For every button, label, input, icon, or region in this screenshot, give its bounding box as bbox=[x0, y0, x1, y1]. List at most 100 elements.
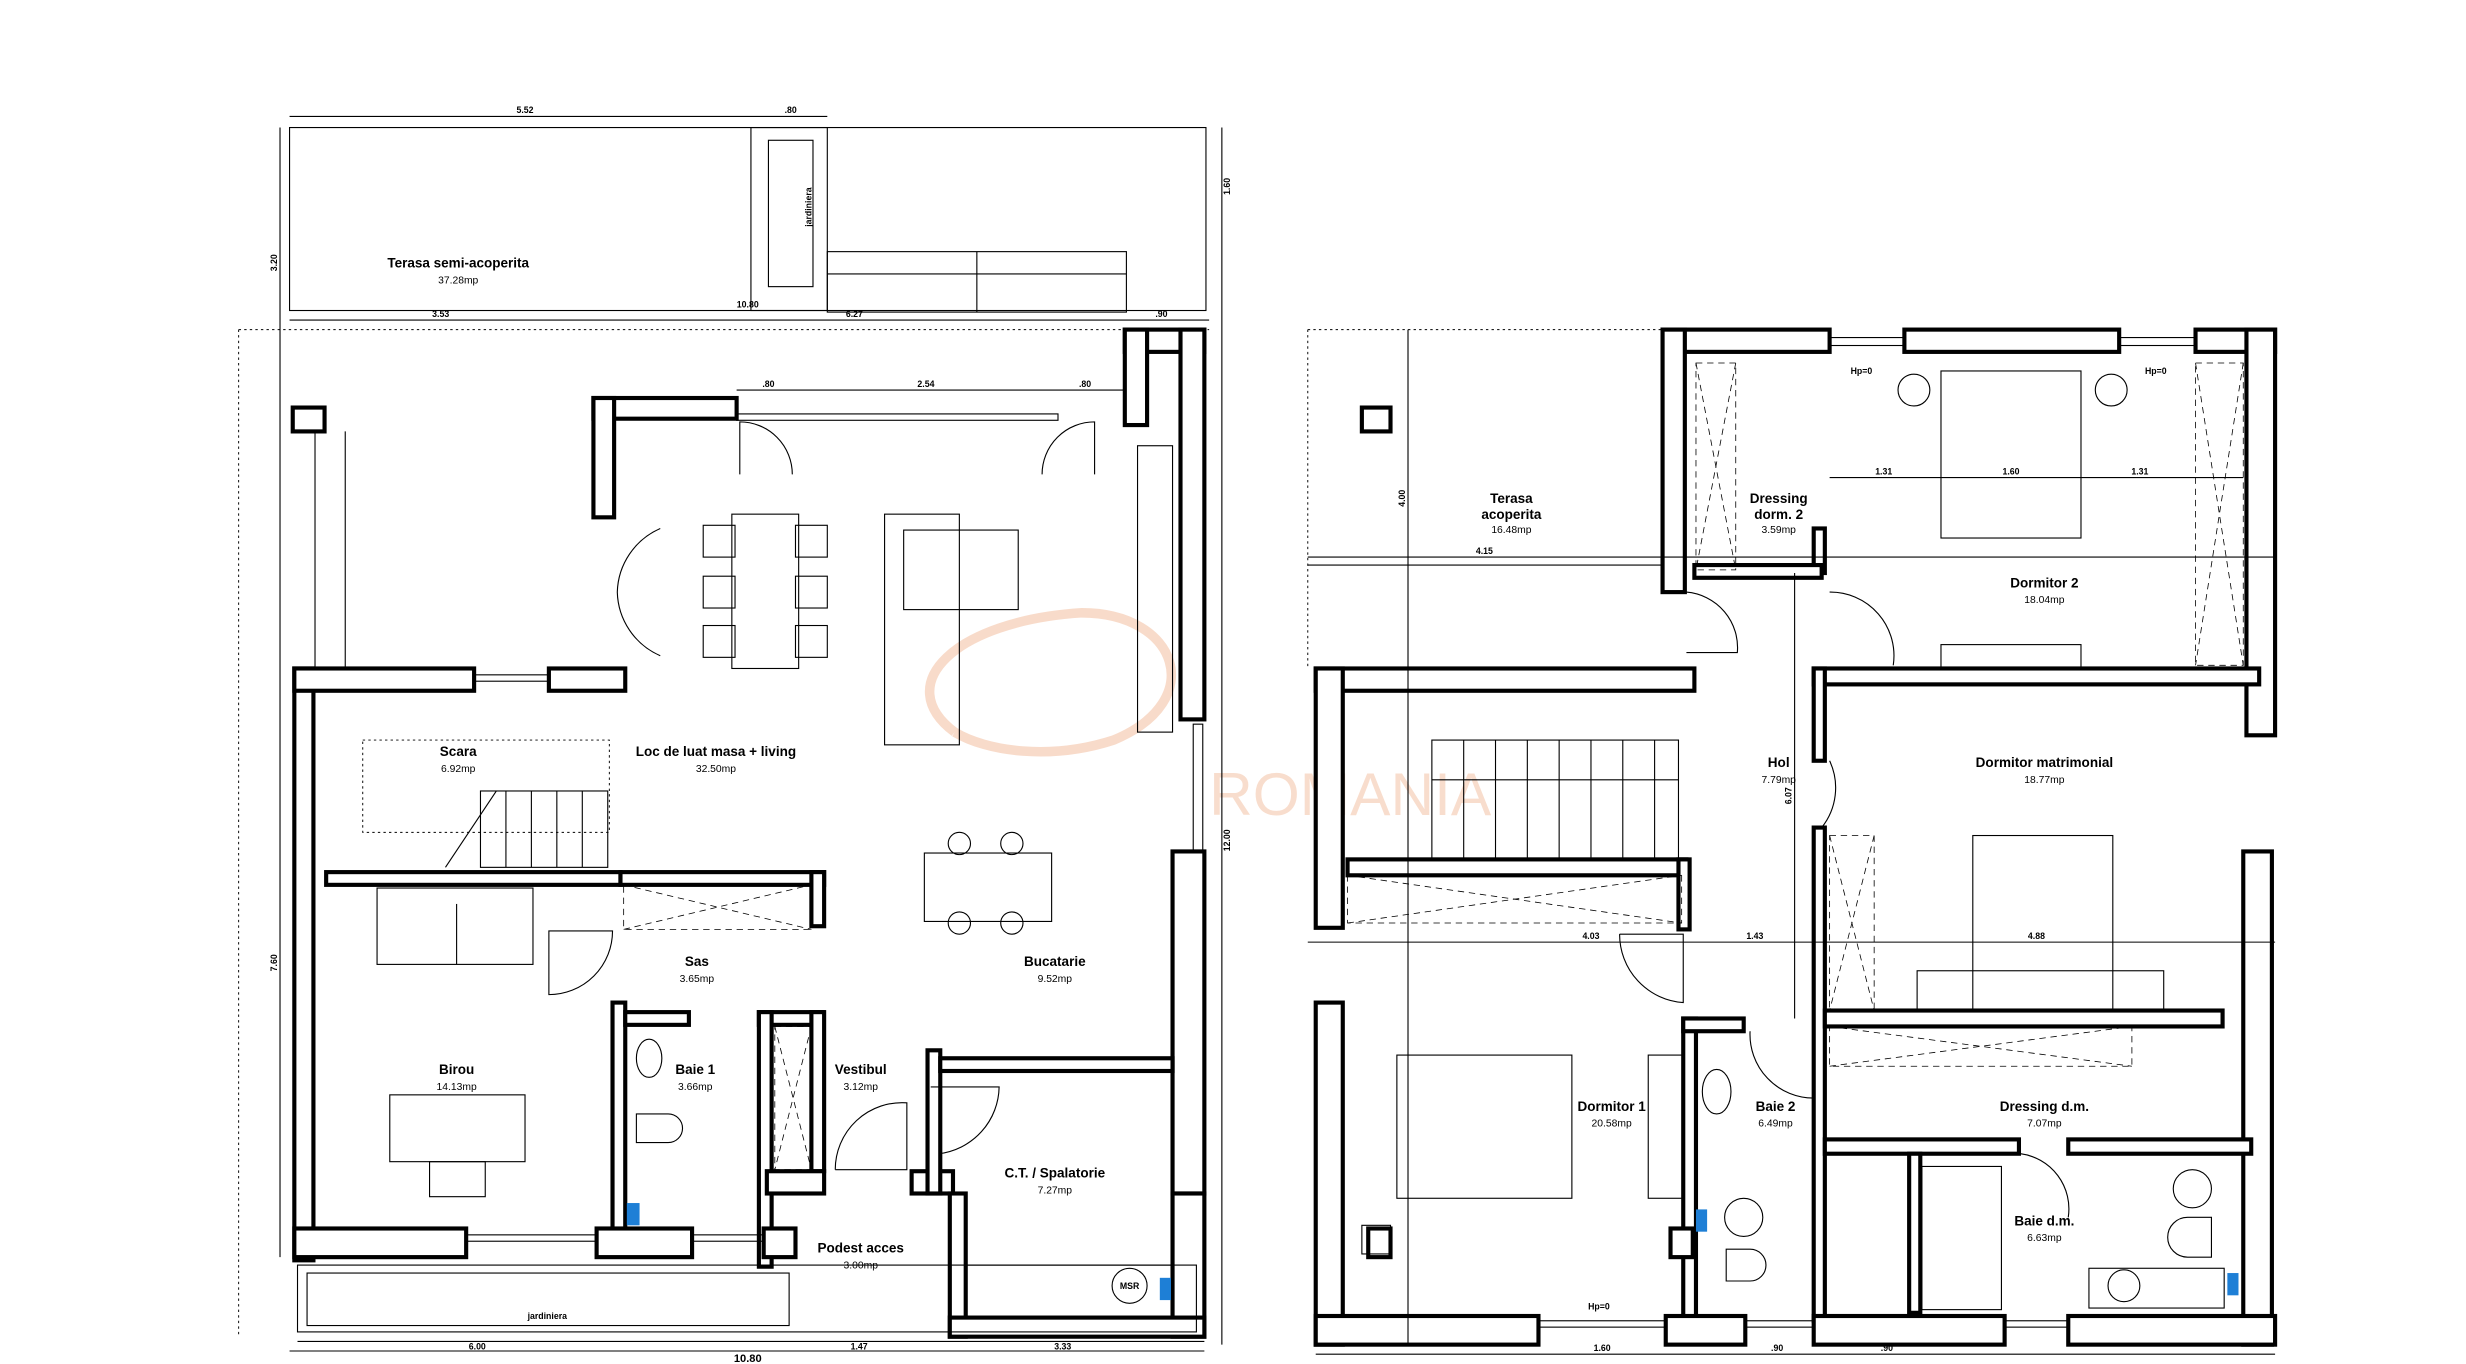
dimension-label: .90 bbox=[1155, 309, 1167, 319]
dimension-label: 4.88 bbox=[2028, 931, 2045, 941]
room-area: 3.66mp bbox=[678, 1082, 713, 1093]
room-name: acoperita bbox=[1481, 507, 1542, 522]
sliding-door bbox=[736, 413, 1059, 421]
room-area: 6.92mp bbox=[441, 764, 476, 775]
staircase bbox=[1347, 739, 1683, 924]
room-name: Dormitor matrimonial bbox=[1976, 755, 2113, 770]
dimension-label: .90 bbox=[1771, 1343, 1783, 1353]
room-name: Dormitor 2 bbox=[2010, 575, 2078, 590]
room-name: Loc de luat masa + living bbox=[636, 744, 796, 759]
dimension-label: 6.07 bbox=[1783, 787, 1793, 804]
room-name: Birou bbox=[439, 1062, 474, 1077]
room-area: 7.07mp bbox=[2027, 1119, 2062, 1130]
ground-dimensions: 5.52 .80 10.80 3.53 6.27 .90 .80 2.54 .8… bbox=[269, 105, 1232, 1364]
radiator bbox=[1159, 1277, 1171, 1301]
dimension-label: Hp=0 bbox=[2145, 366, 2167, 376]
dimension-label: .80 bbox=[762, 379, 774, 389]
planter-bottom bbox=[296, 1264, 1197, 1333]
dimension-label: 1.31 bbox=[1875, 466, 1892, 476]
room-name: Terasa semi-acoperita bbox=[387, 256, 529, 271]
dimension-label: .80 bbox=[1079, 379, 1091, 389]
planter-label: jardiniera bbox=[803, 187, 813, 228]
dimension-label: 6.27 bbox=[846, 309, 863, 319]
dimension-label: 1.60 bbox=[1222, 178, 1232, 195]
dimension-label: .90 bbox=[1881, 1343, 1893, 1353]
dimension-label: 1.31 bbox=[2131, 466, 2148, 476]
room-name: Bucatarie bbox=[1024, 954, 1086, 969]
room-area: 3.59mp bbox=[1761, 525, 1796, 536]
chimney bbox=[1359, 405, 1393, 434]
room-area: 9.52mp bbox=[1038, 974, 1073, 985]
window bbox=[2118, 336, 2197, 347]
watermark-text: ROMANIA bbox=[1209, 760, 1492, 828]
dimension-label: 6.00 bbox=[469, 1341, 486, 1351]
room-area: 32.50mp bbox=[696, 764, 736, 775]
dimension-label: 4.03 bbox=[1582, 931, 1599, 941]
room-name: Dormitor 1 bbox=[1577, 1099, 1646, 1114]
dimension-label: 1.60 bbox=[1594, 1343, 1611, 1353]
room-name: Baie 1 bbox=[675, 1062, 715, 1077]
dimension-label: 10.80 bbox=[737, 299, 759, 309]
room-area: 20.58mp bbox=[1592, 1119, 1632, 1130]
upper-dimensions: 4.15 4.00 1.31 1.60 1.31 4.03 1.43 4.88 … bbox=[1307, 329, 2276, 1355]
window bbox=[1192, 723, 1204, 852]
room-name: dorm. 2 bbox=[1754, 507, 1803, 522]
planter-top bbox=[750, 126, 828, 312]
window bbox=[465, 1234, 598, 1242]
dimension-label: Hp=0 bbox=[1588, 1302, 1610, 1312]
room-area: 18.77mp bbox=[2024, 775, 2064, 786]
room-name: Podest acces bbox=[818, 1240, 904, 1255]
room-area: 3.65mp bbox=[680, 974, 715, 985]
dimension-label: 7.60 bbox=[269, 954, 279, 971]
dimension-label: 4.00 bbox=[1397, 490, 1407, 507]
dimension-label: 12.00 bbox=[1222, 829, 1232, 851]
room-name: Dressing bbox=[1750, 491, 1808, 506]
dimension-label: 3.20 bbox=[269, 254, 279, 271]
planter-label: jardiniera bbox=[527, 1311, 568, 1321]
room-area: 3.12mp bbox=[843, 1082, 878, 1093]
room-area: 3.00mp bbox=[843, 1260, 878, 1271]
dimension-label: 1.60 bbox=[2002, 466, 2019, 476]
room-area: 14.13mp bbox=[437, 1082, 477, 1093]
room-name: Vestibul bbox=[835, 1062, 887, 1077]
dimension-label: 4.15 bbox=[1476, 546, 1493, 556]
room-name: Baie 2 bbox=[1756, 1099, 1796, 1114]
window bbox=[1744, 1320, 1815, 1328]
room-area: 7.27mp bbox=[1038, 1185, 1073, 1196]
room-area: 6.49mp bbox=[1758, 1119, 1793, 1130]
upper-floor-plan: Terasa acoperita 16.48mp Dressing dorm. … bbox=[1307, 327, 2278, 1355]
room-name: Terasa bbox=[1490, 491, 1533, 506]
dimension-label: 5.52 bbox=[517, 105, 534, 115]
upper-room-labels: Terasa acoperita 16.48mp Dressing dorm. … bbox=[1481, 366, 2166, 1311]
room-name: Dressing d.m. bbox=[2000, 1099, 2089, 1114]
dimension-label: 3.33 bbox=[1054, 1341, 1071, 1351]
ground-room-labels: Terasa semi-acoperita 37.28mp Scara 6.92… bbox=[387, 187, 1140, 1321]
radiator bbox=[626, 1203, 640, 1226]
furniture bbox=[1361, 362, 2244, 1311]
room-area: 16.48mp bbox=[1491, 525, 1531, 536]
window bbox=[1537, 1320, 1667, 1328]
column bbox=[290, 405, 327, 434]
room-name: Hol bbox=[1768, 755, 1790, 770]
window bbox=[2004, 1320, 2069, 1328]
room-name: Baie d.m. bbox=[2014, 1213, 2074, 1228]
dimension-label: 1.47 bbox=[851, 1341, 868, 1351]
door-swing bbox=[739, 421, 793, 475]
room-name: C.T. / Spalatorie bbox=[1004, 1166, 1105, 1181]
walls bbox=[292, 327, 1207, 1339]
radiator bbox=[2227, 1273, 2239, 1296]
dimension-label: .80 bbox=[785, 105, 797, 115]
room-name: Scara bbox=[440, 744, 477, 759]
dimension-label: 2.54 bbox=[917, 379, 934, 389]
dimension-label: Hp=0 bbox=[1851, 366, 1873, 376]
room-area: 6.63mp bbox=[2027, 1233, 2062, 1244]
room-area: 7.79mp bbox=[1761, 775, 1796, 786]
window bbox=[473, 674, 550, 682]
window bbox=[1829, 336, 1905, 347]
room-name: Sas bbox=[685, 954, 709, 969]
furniture bbox=[376, 445, 1174, 1319]
dimension-label: 3.53 bbox=[432, 309, 449, 319]
ground-floor-plan: Terasa semi-acoperita 37.28mp Scara 6.92… bbox=[238, 105, 1232, 1364]
room-area: 37.28mp bbox=[438, 275, 478, 286]
